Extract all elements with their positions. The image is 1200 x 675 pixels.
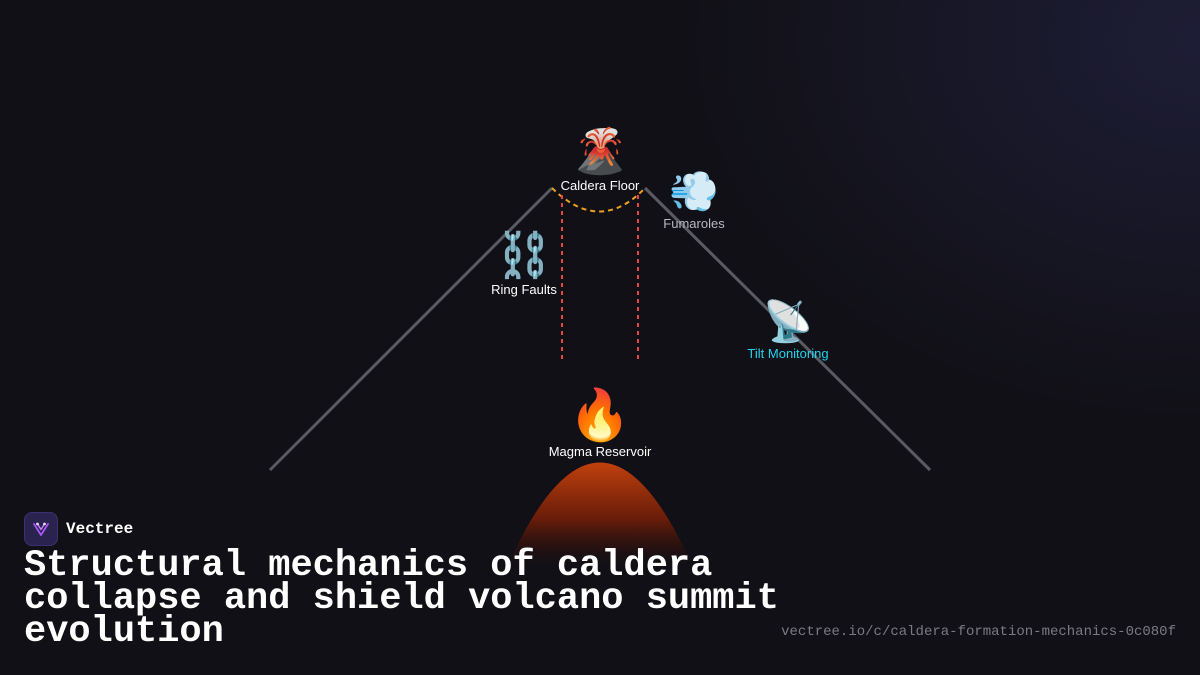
volcano-icon: 🌋 bbox=[572, 126, 628, 177]
brand-name: Vectree bbox=[66, 520, 134, 538]
steam-icon: 💨 bbox=[669, 169, 719, 215]
tilt-monitoring-node: 📡 Tilt Monitoring bbox=[747, 302, 828, 361]
fire-icon: 🔥 bbox=[568, 386, 632, 444]
caldera-floor-label: Caldera Floor bbox=[560, 178, 640, 193]
magma-reservoir-label: Magma Reservoir bbox=[548, 444, 652, 459]
left-flank-line bbox=[268, 186, 554, 472]
source-url: vectree.io/c/caldera-formation-mechanics… bbox=[781, 624, 1176, 640]
caldera-floor-node: 🌋 Caldera Floor bbox=[560, 126, 640, 194]
fumaroles-node: 💨 Fumaroles bbox=[663, 172, 724, 231]
tilt-monitoring-label: Tilt Monitoring bbox=[747, 346, 829, 361]
chains-icon: ⛓️ bbox=[496, 230, 552, 281]
ring-faults-label: Ring Faults bbox=[491, 282, 557, 297]
satellite-dish-icon: 📡 bbox=[763, 299, 813, 345]
fumaroles-label: Fumaroles bbox=[663, 216, 725, 231]
brand: Vectree bbox=[24, 512, 133, 546]
ring-faults-node: ⛓️ Ring Faults bbox=[491, 230, 557, 298]
vectree-logo-icon bbox=[24, 512, 58, 546]
right-flank-line bbox=[643, 186, 932, 472]
magma-reservoir-node: 🔥 Magma Reservoir bbox=[549, 390, 652, 459]
magma-chamber-shape bbox=[508, 462, 692, 565]
page-title: Structural mechanics of caldera collapse… bbox=[24, 545, 779, 653]
